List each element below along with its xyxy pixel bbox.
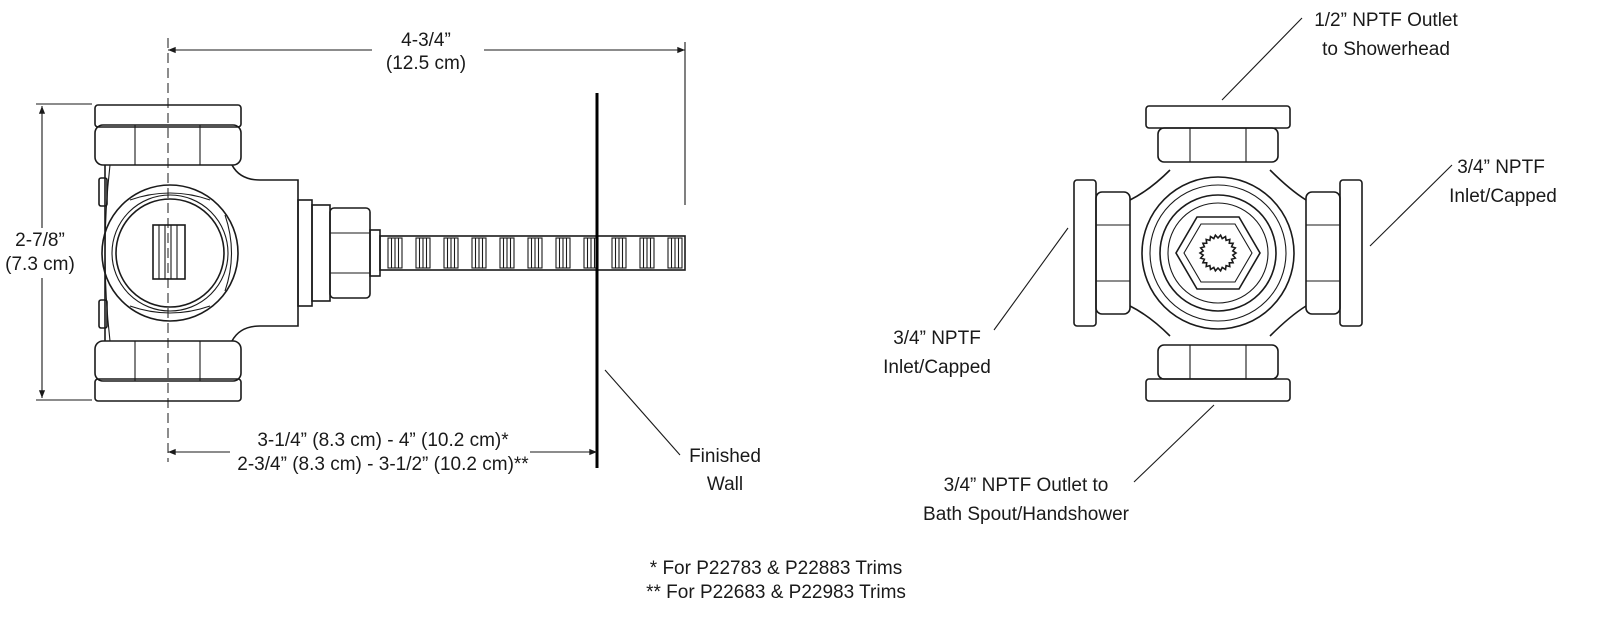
front-center-bonnet <box>1141 176 1295 330</box>
overall-depth-label-line1: 4-3/4” <box>401 30 451 51</box>
inlet-right-label-line2: Inlet/Capped <box>1449 186 1557 207</box>
overall-depth-label-line2: (12.5 cm) <box>386 53 466 74</box>
inlet-right-leader <box>1369 164 1453 247</box>
body-height-label-line1: 2-7/8” <box>15 230 65 251</box>
footnote-1: * For P22783 & P22883 Trims <box>650 558 902 579</box>
body-height-label-line2: (7.3 cm) <box>5 254 75 275</box>
outlet-bottom-leader <box>1133 404 1215 483</box>
side-bonnet <box>297 199 381 307</box>
outlet-top-label-line2: to Showerhead <box>1322 39 1450 60</box>
outlet-bottom-label-line2: Bath Spout/Handshower <box>923 504 1130 525</box>
front-view: 1/2” NPTF Outlet to Showerhead 3/4” NPTF… <box>883 10 1557 525</box>
front-left-port <box>1073 179 1131 327</box>
side-valve-body <box>98 164 299 342</box>
outlet-bottom-label-line1: 3/4” NPTF Outlet to <box>944 475 1109 496</box>
side-top-nut <box>94 104 242 166</box>
front-top-port <box>1145 105 1291 163</box>
finished-wall-label-line2: Wall <box>707 474 743 495</box>
front-body-outline <box>1129 169 1307 337</box>
front-right-port <box>1305 179 1363 327</box>
side-bottom-nut <box>94 340 242 402</box>
inlet-right-label-line1: 3/4” NPTF <box>1457 157 1545 178</box>
side-stem <box>379 235 686 271</box>
finished-wall-label-line1: Finished <box>689 446 761 467</box>
finished-wall-leader <box>604 369 681 456</box>
outlet-top-leader <box>1221 17 1303 101</box>
front-stem-splines <box>1198 233 1238 273</box>
footnote-2: ** For P22683 & P22983 Trims <box>646 582 906 603</box>
rough-in-label-line1: 3-1/4” (8.3 cm) - 4” (10.2 cm)* <box>257 430 509 451</box>
side-view: 4-3/4” (12.5 cm) 2-7/8” (7.3 cm) 3-1/4” … <box>2 28 761 495</box>
inlet-left-leader <box>993 227 1069 331</box>
footnotes: * For P22783 & P22883 Trims ** For P2268… <box>646 558 906 603</box>
rough-in-label-line2: 2-3/4” (8.3 cm) - 3-1/2” (10.2 cm)** <box>237 454 529 475</box>
inlet-left-label-line1: 3/4” NPTF <box>893 328 981 349</box>
inlet-left-label-line2: Inlet/Capped <box>883 357 991 378</box>
outlet-top-label-line1: 1/2” NPTF Outlet <box>1314 10 1458 31</box>
front-bottom-port <box>1145 344 1291 402</box>
